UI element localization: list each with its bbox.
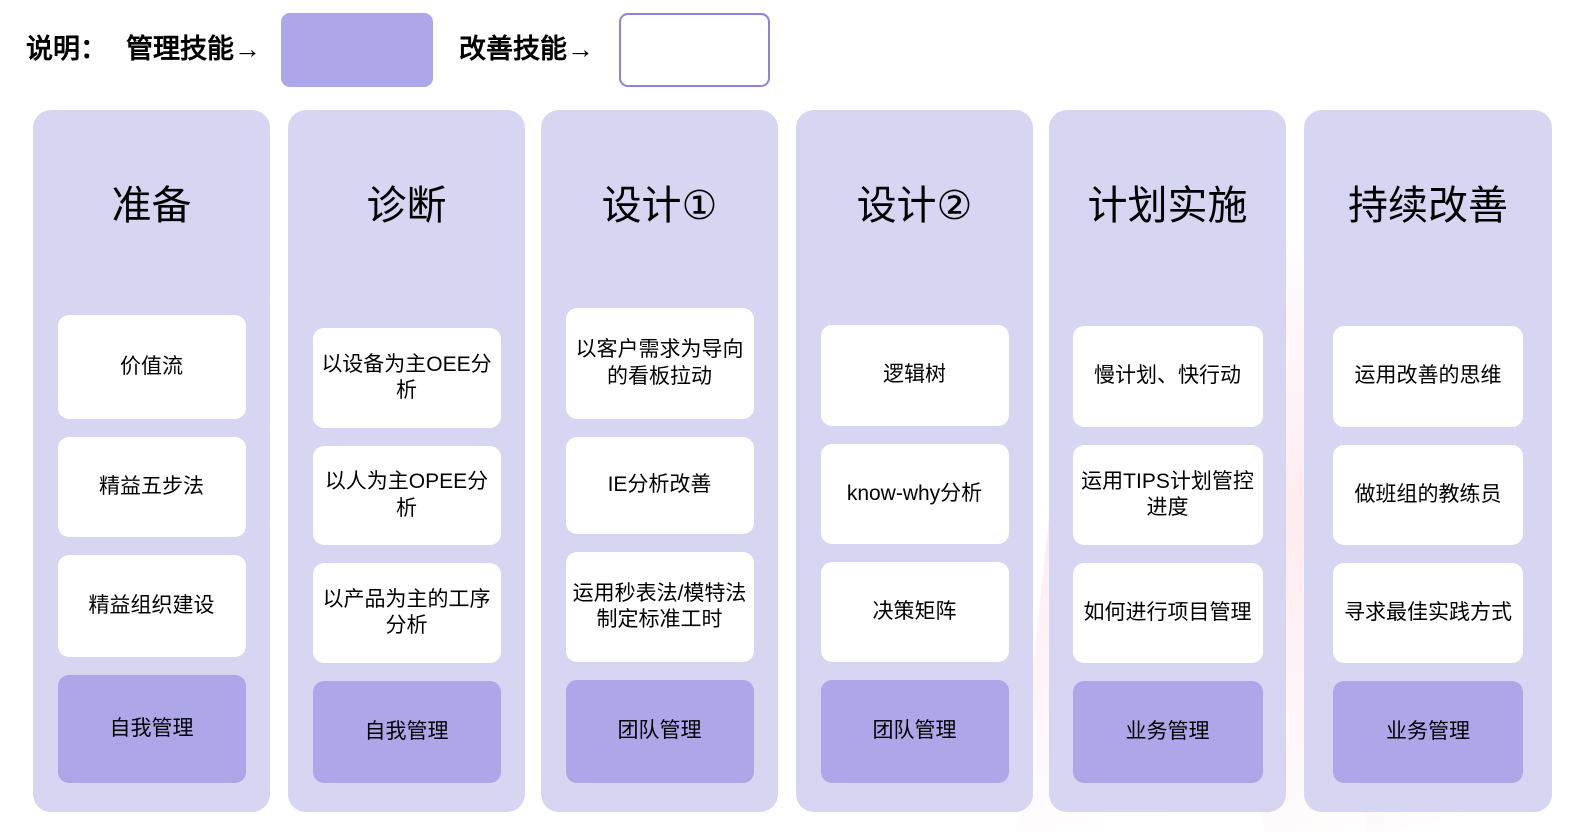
improvement-skill-card[interactable]: 精益五步法 [57, 437, 246, 537]
improvement-skill-card[interactable]: know-why分析 [820, 444, 1009, 544]
improvement-skill-card[interactable]: 以人为主OPEE分析 [312, 446, 501, 545]
management-skill-card[interactable]: 业务管理 [1072, 681, 1263, 783]
legend-prefix-label: 说明： [26, 34, 107, 64]
improvement-skill-card[interactable]: 运用秒表法/模特法制定标准工时 [565, 552, 754, 662]
phase-column[interactable]: 设计② 逻辑树 know-why分析决策矩阵团队管理 [796, 110, 1033, 812]
phase-card-list: 以设备为主OEE分析以人为主OPEE分析以产品为主的工序分析自我管理 [288, 226, 525, 812]
phase-card-list: 运用改善的思维做班组的教练员寻求最佳实践方式业务管理 [1304, 226, 1552, 812]
phase-column-title: 准备 [111, 184, 192, 228]
management-skill-card[interactable]: 团队管理 [820, 680, 1009, 783]
management-skill-card[interactable]: 自我管理 [312, 681, 501, 783]
phase-column[interactable]: 持续改善运用改善的思维做班组的教练员寻求最佳实践方式业务管理 [1304, 110, 1552, 812]
improvement-skill-card[interactable]: 逻辑树 [820, 325, 1009, 426]
phase-column[interactable]: 设计① 以客户需求为导向的看板拉动 IE分析改善运用秒表法/模特法制定标准工时团队管… [541, 110, 778, 812]
improvement-skill-card[interactable]: IE分析改善 [565, 437, 754, 534]
phase-column[interactable]: 准备价值流精益五步法精益组织建设自我管理 [33, 110, 270, 812]
phase-column-title: 设计② [856, 184, 973, 228]
improvement-skill-card[interactable]: 慢计划、快行动 [1072, 326, 1263, 427]
improvement-skill-card[interactable]: 运用TIPS计划管控进度 [1072, 445, 1263, 545]
phase-column-title: 持续改善 [1348, 184, 1508, 228]
legend-management-label: 管理技能→ [126, 34, 261, 64]
legend-improvement-label: 改善技能→ [459, 34, 594, 64]
phase-column-title: 诊断 [366, 184, 447, 228]
phase-card-list: 慢计划、快行动运用TIPS计划管控进度如何进行项目管理业务管理 [1049, 226, 1286, 812]
improvement-skill-card[interactable]: 以设备为主OEE分析 [312, 328, 501, 428]
legend-row: 说明： 管理技能→ 改善技能→ [0, 0, 1578, 100]
phase-columns-board: 准备价值流精益五步法精益组织建设自我管理诊断以设备为主OEE分析以人为主OPEE… [0, 110, 1578, 812]
improvement-skill-card[interactable]: 以客户需求为导向的看板拉动 [565, 308, 754, 419]
phase-column-title: 计划实施 [1087, 184, 1248, 228]
improvement-skill-card[interactable]: 如何进行项目管理 [1072, 563, 1263, 663]
phase-card-list: 以客户需求为导向的看板拉动 IE分析改善运用秒表法/模特法制定标准工时团队管理 [541, 226, 778, 812]
legend-improvement-swatch [619, 13, 770, 87]
management-skill-card[interactable]: 团队管理 [565, 680, 754, 783]
improvement-skill-card[interactable]: 价值流 [57, 315, 246, 419]
legend-management-swatch [281, 13, 433, 87]
improvement-skill-card[interactable]: 决策矩阵 [820, 562, 1009, 662]
phase-card-list: 价值流精益五步法精益组织建设自我管理 [33, 226, 270, 812]
phase-column-title: 设计① [601, 184, 718, 228]
phase-card-list: 逻辑树 know-why分析决策矩阵团队管理 [796, 226, 1033, 812]
phase-column[interactable]: 计划实施慢计划、快行动运用TIPS计划管控进度如何进行项目管理业务管理 [1049, 110, 1286, 812]
improvement-skill-card[interactable]: 寻求最佳实践方式 [1333, 563, 1523, 663]
management-skill-card[interactable]: 自我管理 [57, 675, 246, 783]
improvement-skill-card[interactable]: 精益组织建设 [57, 555, 246, 657]
improvement-skill-card[interactable]: 以产品为主的工序分析 [312, 563, 501, 663]
improvement-skill-card[interactable]: 运用改善的思维 [1333, 326, 1523, 427]
management-skill-card[interactable]: 业务管理 [1333, 681, 1523, 783]
improvement-skill-card[interactable]: 做班组的教练员 [1333, 445, 1523, 545]
phase-column[interactable]: 诊断以设备为主OEE分析以人为主OPEE分析以产品为主的工序分析自我管理 [288, 110, 525, 812]
